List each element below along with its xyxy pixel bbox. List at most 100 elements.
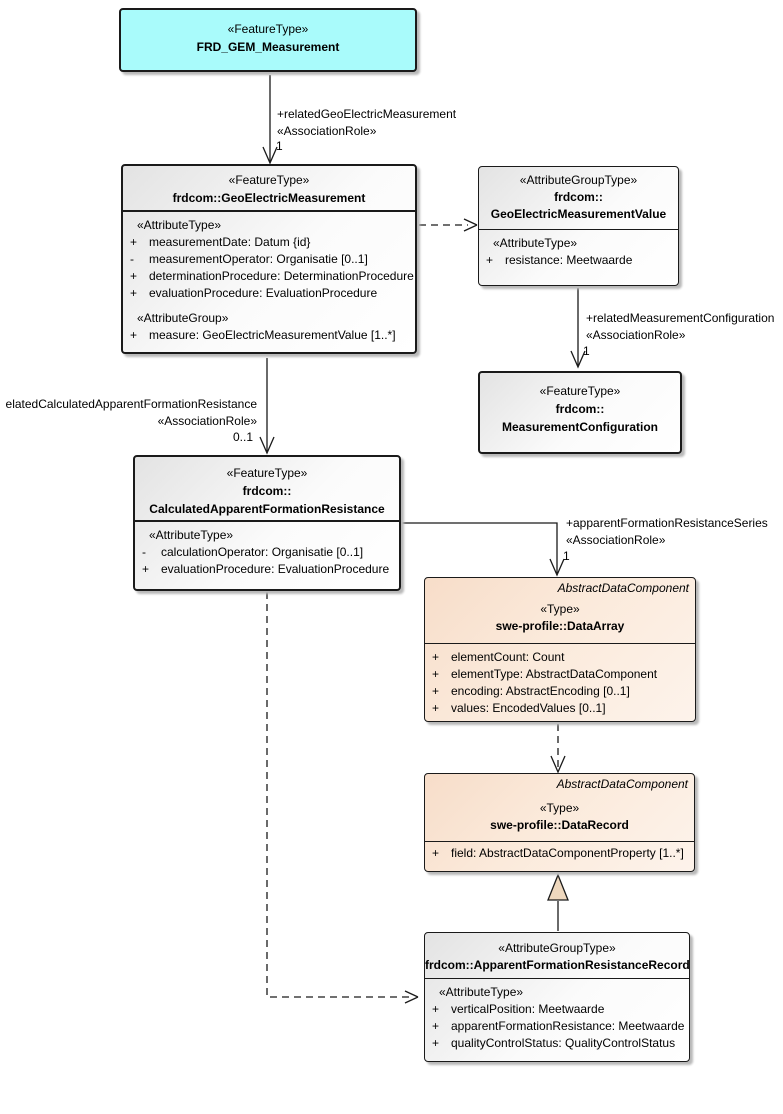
attribute-text: evaluationProcedure: EvaluationProcedure <box>161 562 390 576</box>
class-name: FRD_GEM_Measurement <box>196 40 340 54</box>
class-measurement-configuration[interactable]: «FeatureType» frdcom:: MeasurementConfig… <box>478 371 682 454</box>
stereotype-label: «FeatureType» <box>228 173 310 187</box>
visibility: + <box>432 701 440 715</box>
attribute-text: field: AbstractDataComponentProperty [1.… <box>451 846 684 860</box>
attribute-row[interactable]: + apparentFormationResistance: Meetwaarde <box>425 1018 689 1035</box>
class-frd-gem-measurement[interactable]: «FeatureType» FRD_GEM_Measurement <box>119 8 417 72</box>
class-calculated-apparent-formation-resistance[interactable]: «FeatureType» frdcom:: CalculatedApparen… <box>133 455 401 591</box>
class-data-array[interactable]: AbstractDataComponent «Type» swe-profile… <box>424 577 696 722</box>
multiplicity-label: 0..1 <box>232 430 253 444</box>
class-data-record[interactable]: AbstractDataComponent «Type» swe-profile… <box>424 773 695 872</box>
class-name-line2: MeasurementConfiguration <box>501 420 658 434</box>
attribute-row[interactable]: + evaluationProcedure: EvaluationProcedur… <box>123 285 415 302</box>
stereotype-label: «Type» <box>540 602 580 616</box>
attribute-text: qualityControlStatus: QualityControlStat… <box>451 1036 676 1050</box>
stereotype-label: «FeatureType» <box>227 22 309 36</box>
attribute-text: elementType: AbstractDataComponent <box>451 667 658 681</box>
multiplicity-label: 1 <box>563 549 570 563</box>
role-name: +relatedMeasurementConfiguration <box>586 311 775 325</box>
connector-stereotype: «AssociationRole» <box>586 328 686 342</box>
visibility: + <box>432 846 440 860</box>
visibility: + <box>432 1002 440 1016</box>
multiplicity-label: 1 <box>583 344 590 358</box>
attribute-text: encoding: AbstractEncoding [0..1] <box>451 684 630 698</box>
connector-label-apparent-formation-resistance-series: +apparentFormationResistanceSeries «Asso… <box>566 515 768 549</box>
connector-label-related-geo-electric-measurement: +relatedGeoElectricMeasurement «Associat… <box>277 106 456 140</box>
attribute-row[interactable]: +elementCount: Count <box>425 649 695 666</box>
role-name: +apparentFormationResistanceSeries <box>566 516 768 530</box>
attribute-text: determinationProcedure: DeterminationPro… <box>149 269 414 283</box>
multiplicity-label: 1 <box>276 139 283 153</box>
visibility: - <box>142 545 146 559</box>
attribute-row[interactable]: + determinationProcedure: DeterminationPr… <box>123 268 415 285</box>
class-name-line1: frdcom:: <box>554 190 603 204</box>
generalization-triangle <box>547 873 569 901</box>
attribute-stereotype: «AttributeType» <box>493 236 578 250</box>
visibility: + <box>486 253 494 267</box>
attribute-text: verticalPosition: Meetwaarde <box>451 1002 605 1016</box>
open-arrowhead <box>463 218 478 232</box>
attribute-text: calculationOperator: Organisatie [0..1] <box>161 545 364 559</box>
attribute-text: elementCount: Count <box>451 650 565 664</box>
class-geo-electric-measurement[interactable]: «FeatureType» frdcom::GeoElectricMeasure… <box>121 164 417 354</box>
association-line-apparent-formation-resistance-series <box>402 522 558 573</box>
attribute-row[interactable]: + measurementDate: Datum {id} <box>123 234 415 251</box>
class-geo-electric-measurement-value[interactable]: «AttributeGroupType» frdcom:: GeoElectri… <box>478 166 679 286</box>
attribute-stereotype: «AttributeType» <box>137 218 222 232</box>
class-apparent-formation-resistance-record[interactable]: «AttributeGroupType» frdcom::ApparentFor… <box>424 932 690 1062</box>
visibility: + <box>130 235 138 249</box>
attribute-row[interactable]: - measurementOperator: Organisatie [0..1] <box>123 251 415 268</box>
attribute-row[interactable]: + values: EncodedValues [0..1] <box>425 700 695 717</box>
attribute-row[interactable]: + verticalPosition: Meetwaarde <box>425 1001 689 1018</box>
attribute-text: resistance: Meetwaarde <box>505 253 633 267</box>
open-arrowhead <box>404 990 419 1004</box>
connector-stereotype: «AssociationRole» <box>277 124 377 138</box>
parent-type-label: AbstractDataComponent <box>557 581 689 595</box>
class-name-line2: GeoElectricMeasurementValue <box>490 207 667 221</box>
class-name-line2: CalculatedApparentFormationResistance <box>149 502 385 516</box>
visibility: + <box>432 1036 440 1050</box>
connector-stereotype: «AssociationRole» <box>566 533 666 547</box>
visibility: + <box>432 667 440 681</box>
attribute-stereotype: «AttributeType» <box>439 985 524 999</box>
attribute-row[interactable]: - calculationOperator: Organisatie [0..1] <box>135 544 399 561</box>
attribute-row[interactable]: +measure: GeoElectricMeasurementValue [1… <box>123 327 415 344</box>
attribute-stereotype: «AttributeType» <box>149 528 234 542</box>
visibility: - <box>130 252 134 266</box>
stereotype-label: «FeatureType» <box>539 384 621 398</box>
dependency-line-calculated-afr-record <box>266 592 412 998</box>
attribute-text: values: EncodedValues [0..1] <box>451 701 606 715</box>
open-arrowhead <box>262 146 278 165</box>
attribute-text: measurementDate: Datum {id} <box>149 235 311 249</box>
open-arrowhead <box>550 755 566 774</box>
attribute-row[interactable]: +encoding: AbstractEncoding [0..1] <box>425 683 695 700</box>
attribute-row[interactable]: + resistance: Meetwaarde <box>479 252 678 269</box>
class-name: swe-profile::DataArray <box>495 619 625 633</box>
class-name: frdcom::GeoElectricMeasurement <box>172 191 366 205</box>
visibility: + <box>142 562 150 576</box>
class-name: swe-profile::DataRecord <box>490 818 629 832</box>
role-name: elatedCalculatedApparentFormationResista… <box>5 397 257 411</box>
attribute-text: apparentFormationResistance: Meetwaarde <box>451 1019 685 1033</box>
attribute-text: evaluationProcedure: EvaluationProcedure <box>149 286 378 300</box>
class-name-line1: frdcom:: <box>242 484 292 498</box>
class-name-line1: frdcom:: <box>555 402 605 416</box>
attribute-row[interactable]: + evaluationProcedure: EvaluationProcedur… <box>135 561 399 578</box>
attribute-row[interactable]: + field: AbstractDataComponentProperty [1… <box>425 845 694 862</box>
stereotype-label: «AttributeGroupType» <box>519 173 638 187</box>
open-arrowhead <box>259 436 275 455</box>
visibility: + <box>432 1019 440 1033</box>
attribute-row[interactable]: + qualityControlStatus: QualityControlSta… <box>425 1035 689 1052</box>
visibility: + <box>130 269 138 283</box>
attribute-text: measure: GeoElectricMeasurementValue [1.… <box>149 328 396 342</box>
role-name: +relatedGeoElectricMeasurement <box>277 107 457 121</box>
connector-label-related-measurement-configuration: +relatedMeasurementConfiguration «Associ… <box>586 310 774 344</box>
stereotype-label: «FeatureType» <box>226 466 308 480</box>
attribute-text: measurementOperator: Organisatie [0..1] <box>149 252 368 266</box>
visibility: + <box>130 286 138 300</box>
stereotype-label: «Type» <box>539 801 580 815</box>
attribute-row[interactable]: + elementType: AbstractDataComponent <box>425 666 695 683</box>
attribute-group-stereotype: «AttributeGroup» <box>137 311 229 325</box>
connector-label-related-calculated-afr: elatedCalculatedApparentFormationResista… <box>6 396 257 430</box>
